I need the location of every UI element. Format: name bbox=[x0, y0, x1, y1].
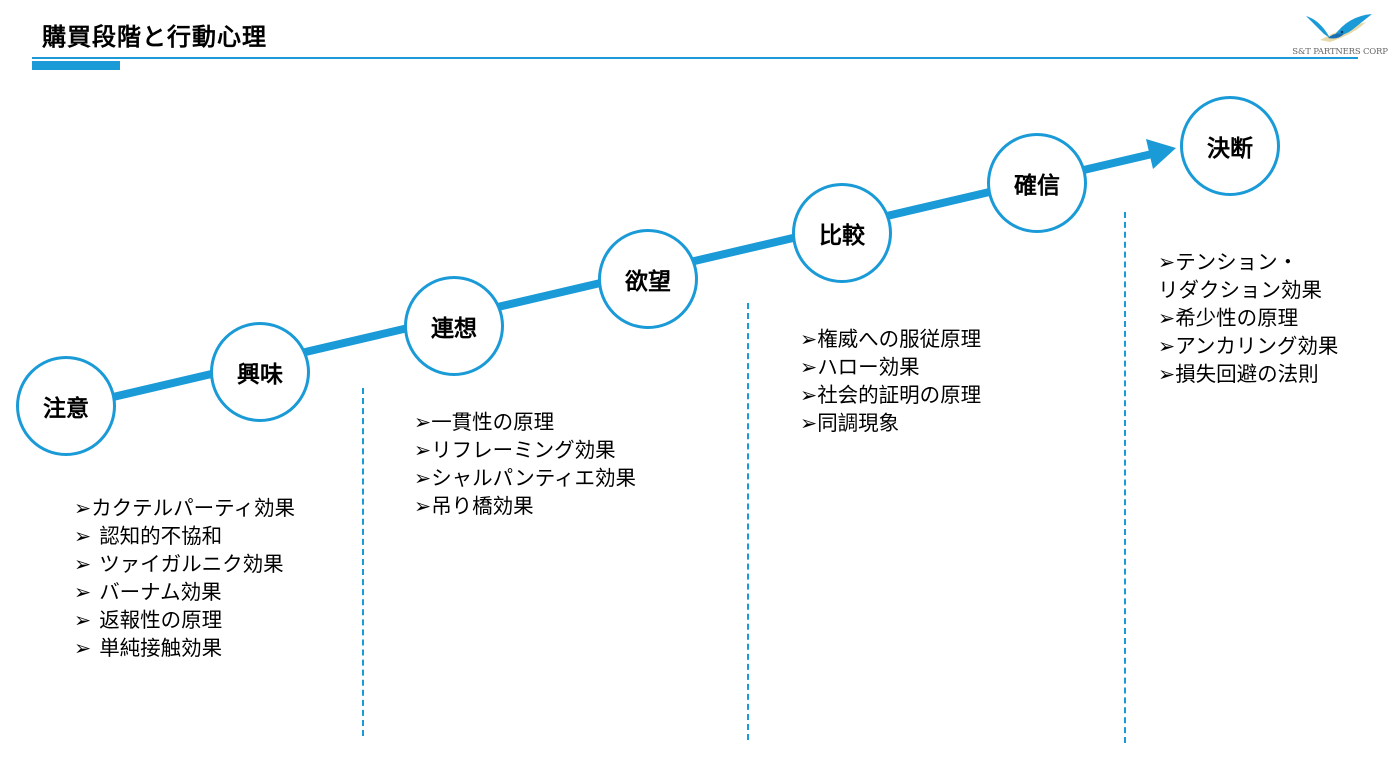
bullet-arrow-icon: ➢ bbox=[74, 496, 92, 520]
list-item: ➢ 返報性の原理 bbox=[74, 606, 295, 634]
list-item: ➢リフレーミング効果 bbox=[414, 436, 636, 464]
bullet-arrow-icon: ➢ bbox=[414, 410, 432, 434]
list-item: ➢損失回避の法則 bbox=[1158, 360, 1338, 388]
stage-attention: 注意 bbox=[16, 356, 116, 456]
stage-association: 連想 bbox=[404, 276, 504, 376]
list-item-text: テンション・ bbox=[1175, 250, 1299, 274]
stage-label: 比較 bbox=[819, 223, 865, 249]
list-item-text: 返報性の原理 bbox=[99, 608, 223, 632]
bullet-arrow-icon: ➢ bbox=[74, 580, 92, 604]
list-item: ➢ハロー効果 bbox=[800, 353, 981, 381]
bullet-arrow-icon: ➢ bbox=[1158, 250, 1176, 274]
bird-logo-icon bbox=[1306, 14, 1372, 42]
bullet-arrow-icon: ➢ bbox=[1158, 334, 1176, 358]
title-underline bbox=[32, 57, 1358, 59]
divider-1 bbox=[362, 388, 364, 736]
bullet-arrow-icon: ➢ bbox=[414, 494, 432, 518]
list-item: ➢カクテルパーティ効果 bbox=[74, 494, 295, 522]
stage-decision: 決断 bbox=[1180, 96, 1280, 196]
bullet-arrow-icon: ➢ bbox=[74, 524, 92, 548]
list-item: ➢社会的証明の原理 bbox=[800, 381, 981, 409]
stage-label: 決断 bbox=[1207, 136, 1253, 162]
list-item-text: シャルパンティエ効果 bbox=[431, 466, 636, 490]
stage-label: 注意 bbox=[43, 396, 89, 422]
bullet-arrow-icon: ➢ bbox=[414, 466, 432, 490]
list-item: ➢ 単純接触効果 bbox=[74, 634, 295, 662]
list-item: ➢同調現象 bbox=[800, 409, 981, 437]
title-accent-bar bbox=[32, 61, 120, 70]
effects-list-decision: ➢テンション・ リダクション効果 ➢希少性の原理 ➢アンカリング効果 ➢損失回避… bbox=[1158, 248, 1338, 388]
list-item: ➢吊り橋効果 bbox=[414, 492, 636, 520]
bullet-arrow-icon: ➢ bbox=[800, 411, 818, 435]
effects-list-comparison-conviction: ➢権威への服従原理 ➢ハロー効果 ➢社会的証明の原理 ➢同調現象 bbox=[800, 325, 981, 437]
list-item-text: ツァイガルニク効果 bbox=[99, 552, 284, 576]
logo-company-name: S&T PARTNERS CORP bbox=[1292, 47, 1388, 57]
list-item: ➢ バーナム効果 bbox=[74, 578, 295, 606]
list-item-text: 希少性の原理 bbox=[1175, 306, 1299, 330]
list-item: ➢ ツァイガルニク効果 bbox=[74, 550, 295, 578]
bullet-arrow-icon: ➢ bbox=[1158, 306, 1176, 330]
bullet-arrow-icon: ➢ bbox=[414, 438, 432, 462]
divider-2 bbox=[747, 303, 749, 740]
progression-arrowhead bbox=[1146, 139, 1176, 169]
list-item-text: アンカリング効果 bbox=[1175, 334, 1339, 358]
stage-comparison: 比較 bbox=[792, 183, 892, 283]
list-item: ➢アンカリング効果 bbox=[1158, 332, 1338, 360]
list-item-text: 社会的証明の原理 bbox=[817, 383, 982, 407]
list-item-text: カクテルパーティ効果 bbox=[91, 496, 295, 520]
list-item: ➢ 認知的不協和 bbox=[74, 522, 295, 550]
list-item-text: 同調現象 bbox=[817, 411, 900, 435]
stage-desire: 欲望 bbox=[598, 229, 698, 329]
list-item-text: 認知的不協和 bbox=[99, 524, 223, 548]
list-item-text: ハロー効果 bbox=[817, 355, 920, 379]
list-item-text: 吊り橋効果 bbox=[431, 494, 534, 518]
list-item: ➢希少性の原理 bbox=[1158, 304, 1338, 332]
bullet-arrow-icon: ➢ bbox=[1158, 362, 1176, 386]
stage-label: 興味 bbox=[237, 362, 283, 388]
stage-label: 欲望 bbox=[625, 269, 671, 295]
company-logo: S&T PARTNERS CORP bbox=[1290, 12, 1390, 60]
list-item-continuation: リダクション効果 bbox=[1158, 276, 1338, 304]
list-item: ➢テンション・ bbox=[1158, 248, 1338, 276]
list-item-text: 権威への服従原理 bbox=[817, 327, 982, 351]
bullet-arrow-icon: ➢ bbox=[800, 355, 818, 379]
bullet-arrow-icon: ➢ bbox=[74, 608, 92, 632]
list-item-text: バーナム効果 bbox=[99, 580, 222, 604]
list-item-text: リフレーミング効果 bbox=[431, 438, 616, 462]
stage-label: 連想 bbox=[431, 316, 477, 342]
list-item: ➢シャルパンティエ効果 bbox=[414, 464, 636, 492]
list-item-text: 単純接触効果 bbox=[99, 636, 223, 660]
bullet-arrow-icon: ➢ bbox=[74, 636, 92, 660]
list-item: ➢権威への服従原理 bbox=[800, 325, 981, 353]
bullet-arrow-icon: ➢ bbox=[800, 383, 818, 407]
list-item: ➢一貫性の原理 bbox=[414, 408, 636, 436]
list-item-text: 一貫性の原理 bbox=[431, 410, 555, 434]
bullet-arrow-icon: ➢ bbox=[74, 552, 92, 576]
effects-list-attention-interest: ➢カクテルパーティ効果 ➢認知的不協和 ➢ツァイガルニク効果 ➢バーナム効果 ➢… bbox=[74, 494, 295, 662]
stage-conviction: 確信 bbox=[987, 133, 1087, 233]
page-title: 購買段階と行動心理 bbox=[42, 23, 267, 51]
list-item-text: 損失回避の法則 bbox=[1175, 362, 1319, 386]
effects-list-association-desire: ➢一貫性の原理 ➢リフレーミング効果 ➢シャルパンティエ効果 ➢吊り橋効果 bbox=[414, 408, 636, 520]
stage-label: 確信 bbox=[1014, 173, 1060, 199]
divider-3 bbox=[1124, 212, 1126, 743]
stage-interest: 興味 bbox=[210, 322, 310, 422]
bullet-arrow-icon: ➢ bbox=[800, 327, 818, 351]
list-item-text: リダクション効果 bbox=[1158, 278, 1322, 302]
